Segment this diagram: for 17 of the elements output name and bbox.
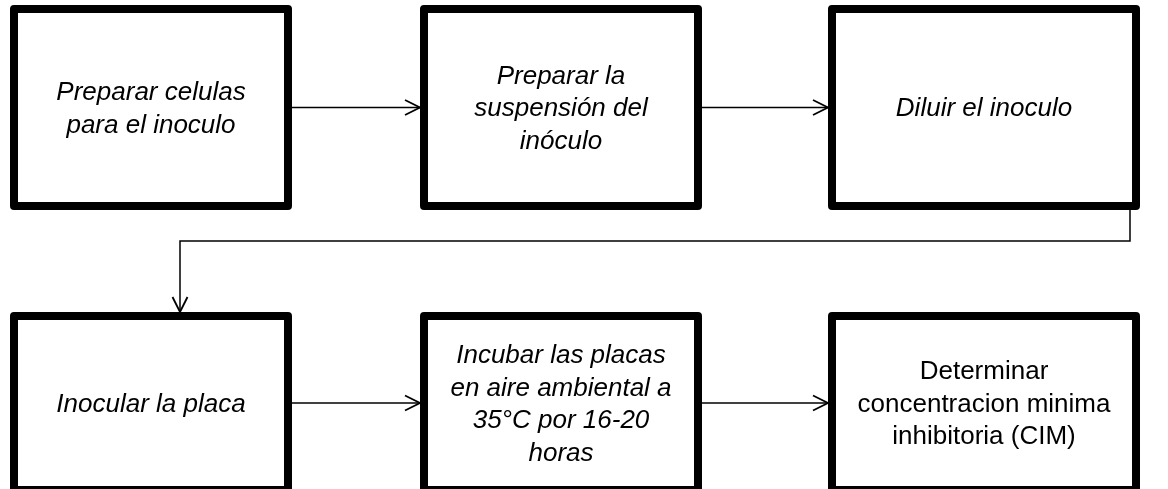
arrow — [291, 394, 421, 412]
arrow — [171, 209, 1131, 313]
step-text: Incubar las placas en aire ambiental a 35°C por 16-20 horas — [449, 338, 673, 468]
step-text: Preparar celulas para el inoculo — [55, 75, 247, 140]
arrow — [291, 99, 421, 116]
arrow — [701, 394, 829, 412]
process-box — [828, 5, 1140, 210]
process-box — [10, 312, 292, 489]
step-text: Inocular la placa — [56, 386, 246, 420]
process-box — [420, 5, 702, 210]
process-box — [10, 5, 292, 210]
step-text: Determinar concentracion minima inhibitoria (CIM) — [856, 354, 1112, 452]
process-box — [828, 312, 1140, 489]
arrow — [701, 99, 829, 116]
step-text: Diluir el inoculo — [895, 91, 1073, 124]
process-box — [420, 312, 702, 489]
step-text: Preparar la suspensión del inóculo — [473, 58, 650, 157]
